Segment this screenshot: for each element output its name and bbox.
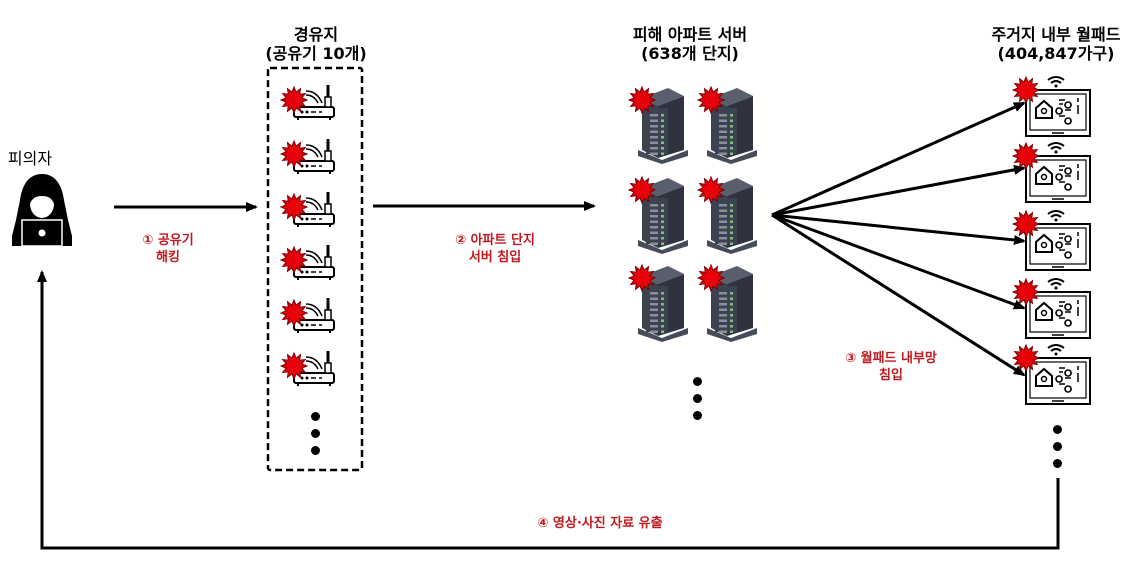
server-rack-icon	[627, 262, 690, 346]
compromised-burst-icon	[279, 298, 309, 328]
more-wallpads-dot	[1053, 425, 1062, 434]
server-rack-icon	[627, 84, 690, 168]
step-2-line1: ② 아파트 단지	[455, 233, 535, 248]
step-3-line1: ③ 월패드 내부망	[845, 351, 937, 366]
more-servers-dot	[693, 394, 702, 403]
relay-title-line1: 경유지	[293, 25, 339, 44]
compromised-burst-icon	[1011, 209, 1041, 239]
smart-home-wallpad-icon	[1011, 74, 1092, 144]
servers-title: 피해 아파트 서버 (638개 단지)	[600, 25, 780, 63]
step-1-line1: ① 공유기	[142, 233, 194, 248]
step-3-label: ③ 월패드 내부망 침입	[826, 350, 956, 384]
wifi-router-icon	[279, 137, 340, 183]
compromised-burst-icon	[696, 85, 726, 115]
hacker-laptop-icon	[12, 174, 72, 247]
wallpads-title-line2: (404,847가구)	[997, 44, 1115, 63]
step-2-label: ② 아파트 단지 서버 침입	[440, 232, 550, 266]
more-wallpads-dot	[1053, 442, 1062, 451]
step-3-line2: 침입	[879, 368, 903, 383]
compromised-burst-icon	[279, 192, 309, 222]
step-2-line2: 서버 침입	[468, 250, 522, 265]
compromised-burst-icon	[627, 175, 657, 205]
more-routers-dot	[311, 412, 320, 421]
server-rack-icon	[696, 84, 759, 168]
compromised-burst-icon	[1011, 75, 1041, 105]
wifi-router-icon	[279, 296, 340, 342]
relay-group-box	[266, 66, 364, 472]
compromised-burst-icon	[696, 175, 726, 205]
compromised-burst-icon	[1011, 141, 1041, 171]
compromised-burst-icon	[279, 245, 309, 275]
compromised-burst-icon	[1011, 343, 1041, 373]
wifi-router-icon	[279, 349, 340, 395]
server-rack-icon	[696, 174, 759, 258]
compromised-burst-icon	[279, 139, 309, 169]
fan-out-arrows	[771, 101, 1026, 377]
arrow-exfiltration-return	[37, 270, 1060, 550]
compromised-burst-icon	[1011, 277, 1041, 307]
compromised-burst-icon	[279, 351, 309, 381]
server-rack-icon	[696, 262, 759, 346]
step-1-label: ① 공유기 해킹	[128, 232, 208, 266]
compromised-burst-icon	[279, 85, 309, 115]
servers-title-line2: (638개 단지)	[641, 44, 739, 63]
more-routers-dot	[311, 429, 320, 438]
relay-title-line2: (공유기 10개)	[265, 44, 367, 63]
compromised-burst-icon	[627, 263, 657, 293]
wallpads-title: 주거지 내부 월패드 (404,847가구)	[966, 25, 1145, 63]
more-servers-dot	[693, 411, 702, 420]
wallpads-title-line1: 주거지 내부 월패드	[991, 25, 1121, 44]
smart-home-wallpad-icon	[1011, 208, 1092, 278]
relay-title: 경유지 (공유기 10개)	[236, 25, 396, 63]
more-routers-dot	[311, 446, 320, 455]
wifi-router-icon	[279, 243, 340, 289]
smart-home-wallpad-icon	[1011, 276, 1092, 346]
servers-title-line1: 피해 아파트 서버	[632, 25, 748, 44]
server-rack-icon	[627, 174, 690, 258]
more-wallpads-dot	[1053, 459, 1062, 468]
compromised-burst-icon	[627, 85, 657, 115]
compromised-burst-icon	[696, 263, 726, 293]
wifi-router-icon	[279, 190, 340, 236]
more-servers-dot	[693, 377, 702, 386]
smart-home-wallpad-icon	[1011, 140, 1092, 210]
step-1-line2: 해킹	[156, 250, 180, 265]
wifi-router-icon	[279, 83, 340, 129]
suspect-label: 피의자	[7, 149, 53, 168]
step-4-label: ④ 영상·사진 자료 유출	[537, 516, 663, 531]
smart-home-wallpad-icon	[1011, 342, 1092, 412]
